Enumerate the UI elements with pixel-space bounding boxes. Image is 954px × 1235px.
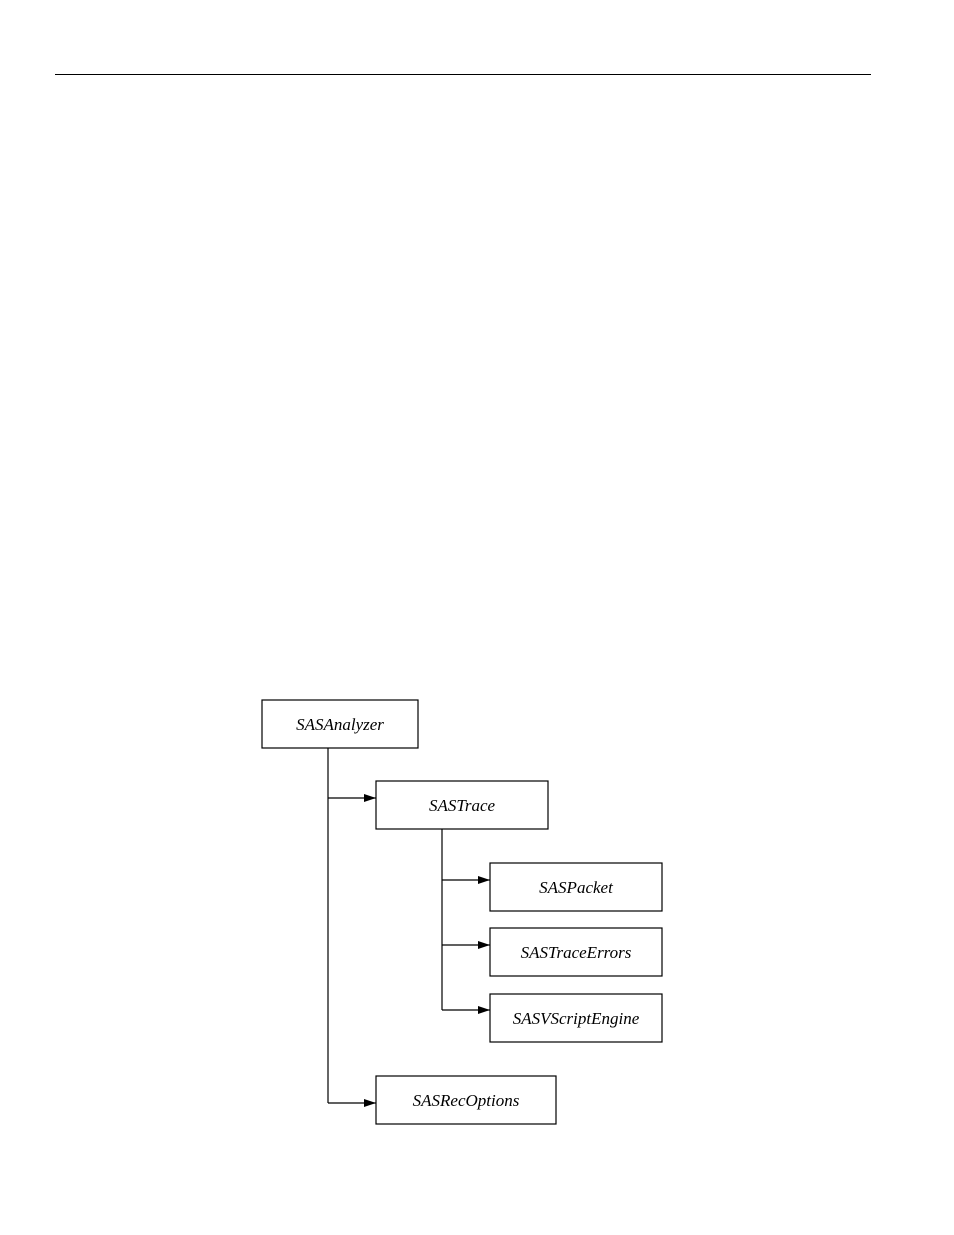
node-sas-packet: SASPacket <box>490 863 662 911</box>
node-label-sas-trace: SASTrace <box>429 796 496 815</box>
node-sas-trace-errors: SASTraceErrors <box>490 928 662 976</box>
node-sas-trace: SASTrace <box>376 781 548 829</box>
node-label-sas-packet: SASPacket <box>539 878 614 897</box>
node-label-sas-analyzer: SASAnalyzer <box>296 715 384 734</box>
node-sas-analyzer: SASAnalyzer <box>262 700 418 748</box>
node-label-sas-trace-errors: SASTraceErrors <box>521 943 632 962</box>
connectors-sas-analyzer <box>328 748 376 1103</box>
node-label-sas-vscript-engine: SASVScriptEngine <box>513 1009 640 1028</box>
node-sas-vscript-engine: SASVScriptEngine <box>490 994 662 1042</box>
node-label-sas-rec-options: SASRecOptions <box>413 1091 520 1110</box>
connectors-sas-trace <box>442 829 490 1010</box>
node-sas-rec-options: SASRecOptions <box>376 1076 556 1124</box>
